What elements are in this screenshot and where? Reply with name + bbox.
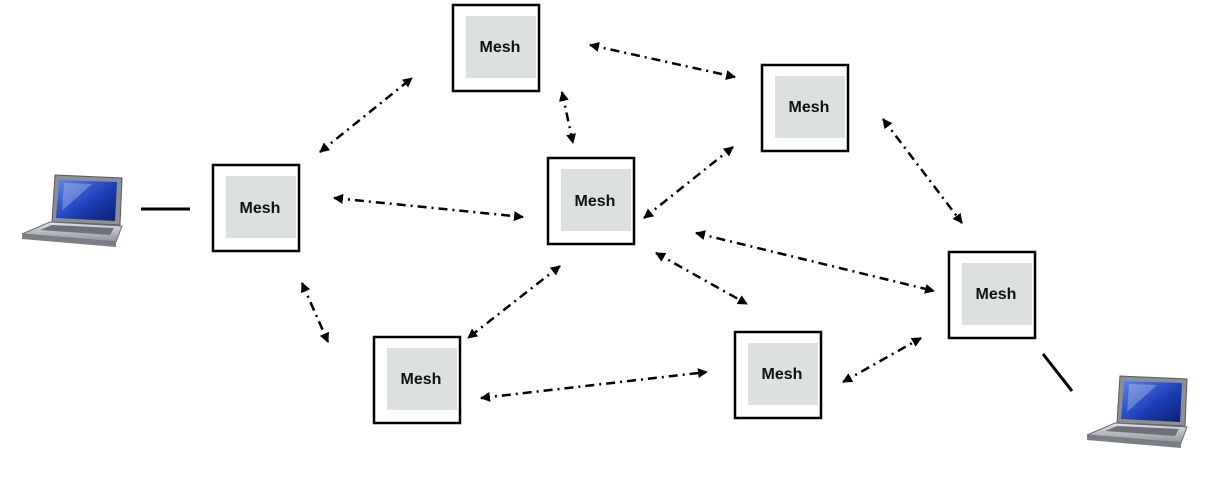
link-n4-n7	[695, 230, 935, 294]
node-label: Mesh	[762, 366, 803, 383]
node-label: Mesh	[575, 193, 616, 210]
link-n6-n7	[842, 336, 922, 384]
link-n1-n5	[300, 282, 330, 343]
link-n3-n7	[882, 118, 963, 224]
node-label: Mesh	[789, 99, 830, 116]
laptop-icon	[21, 174, 123, 247]
laptop-links	[141, 207, 1074, 392]
link-n2-n3	[589, 42, 736, 80]
mesh-node[interactable]: Mesh	[760, 63, 850, 153]
link-n2-n4	[559, 91, 576, 144]
node-label: Mesh	[240, 200, 281, 217]
node-label: Mesh	[401, 371, 442, 388]
link-n4-n6	[655, 251, 748, 306]
node-label: Mesh	[480, 39, 521, 56]
mesh-node[interactable]: Mesh	[372, 335, 462, 425]
link-n7-laptop-right	[1041, 353, 1074, 392]
link-n4-n5	[467, 265, 561, 339]
mesh-node[interactable]: Mesh	[733, 330, 823, 420]
laptop-icon	[1086, 375, 1188, 448]
node-label: Mesh	[976, 286, 1017, 303]
mesh-node[interactable]: Mesh	[211, 163, 301, 253]
link-n5-n6	[480, 368, 708, 402]
link-n1-n2	[319, 77, 413, 153]
mesh-links	[300, 42, 963, 402]
mesh-node[interactable]: Mesh	[546, 156, 636, 246]
link-n3-n4	[643, 146, 734, 219]
mesh-node[interactable]: Mesh	[451, 3, 541, 93]
link-n1-n4	[333, 193, 524, 222]
mesh-node[interactable]: Mesh	[947, 250, 1037, 340]
